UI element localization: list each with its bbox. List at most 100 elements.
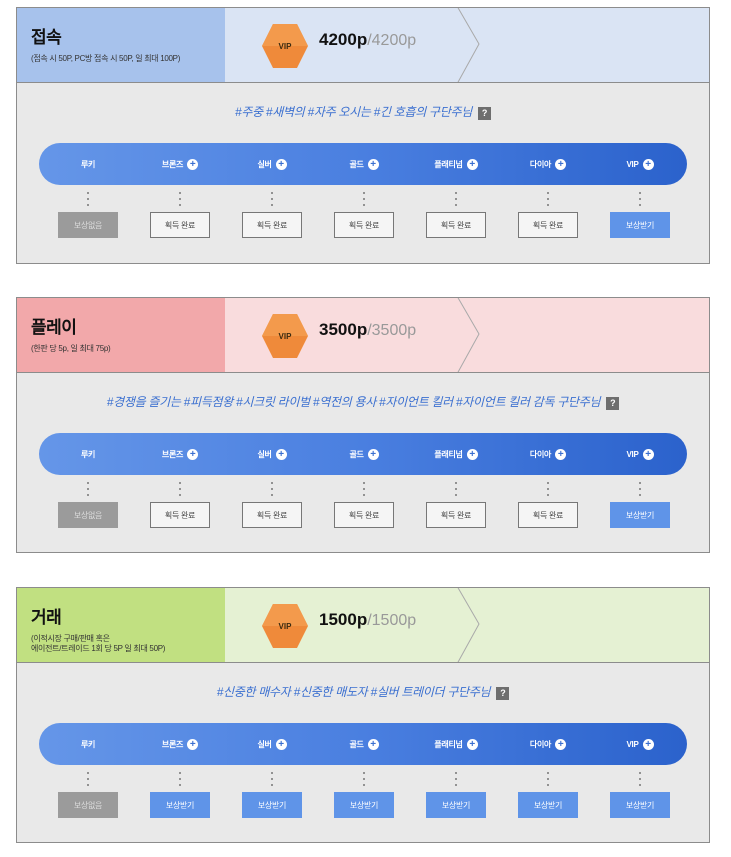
max-points: /3500p [367,322,417,339]
category-box: 플레이(한판 당 5p, 일 최대 75p) [17,298,225,372]
plus-circle-icon[interactable]: + [642,158,654,170]
plus-circle-icon[interactable]: + [275,448,287,460]
tier-label: 루키 [80,449,96,459]
panel-header: 접속(접속 시 50P, PC방 접속 시 50P, 일 최대 100P)VIP… [17,8,709,83]
tier-label: 플래티넘 [434,739,463,749]
reward-button[interactable]: 획득 완료 [518,502,578,528]
tier-item[interactable]: 플래티넘+ [426,433,486,475]
reward-button-label: 보상받기 [625,510,655,520]
reward-button[interactable]: 획득 완료 [518,212,578,238]
tier-item[interactable]: 다이아+ [518,723,578,765]
tier-item: 루키 [58,143,118,185]
tier-item[interactable]: 실버+ [242,433,302,475]
reward-button[interactable]: 보상받기 [334,792,394,818]
plus-circle-icon[interactable]: + [642,448,654,460]
reward-button[interactable]: 획득 완료 [150,212,210,238]
tier-item[interactable]: 실버+ [242,143,302,185]
tag-text: #주중 #새벽의 #자주 오시는 #긴 호흡의 구단주님 [234,105,473,119]
plus-circle-icon[interactable]: + [466,738,478,750]
tier-item[interactable]: 브론즈+ [150,143,210,185]
current-points: 3500p [319,320,368,339]
plus-circle-icon[interactable]: + [555,738,567,750]
reward-button[interactable]: 보상받기 [610,502,670,528]
tier-item[interactable]: 실버+ [242,723,302,765]
dots-connector [178,192,182,206]
reward-button: 보상없음 [58,502,118,528]
tier-label: 실버 [257,449,272,459]
tier-label: 다이아 [529,159,552,169]
reward-button[interactable]: 획득 완료 [242,502,302,528]
reward-button-label: 획득 완료 [440,220,472,230]
dots-connector [546,192,550,206]
hexagon-vip-icon [262,604,308,648]
tier-item: 루키 [58,723,118,765]
reward-button[interactable]: 보상받기 [426,792,486,818]
tier-item[interactable]: 브론즈+ [150,723,210,765]
reward-button[interactable]: 보상받기 [610,212,670,238]
tier-item[interactable]: 플래티넘+ [426,723,486,765]
plus-circle-icon[interactable]: + [466,158,478,170]
reward-button[interactable]: 획득 완료 [334,502,394,528]
plus-circle-icon[interactable]: + [187,448,199,460]
reward-button[interactable]: 보상받기 [242,792,302,818]
plus-circle-icon[interactable]: + [367,738,379,750]
dots-connector [362,482,366,496]
question-box-icon[interactable]: ? [496,687,510,700]
plus-circle-icon[interactable]: + [367,158,379,170]
max-points: /1500p [367,612,417,629]
question-box-icon[interactable]: ? [606,397,620,410]
tier-item[interactable]: 다이아+ [518,433,578,475]
tier-item[interactable]: VIP+ [610,143,670,185]
dots-connector [86,772,90,786]
plus-circle-icon[interactable]: + [367,448,379,460]
reward-button[interactable]: 획득 완료 [242,212,302,238]
tier-label: 루키 [80,159,96,169]
tag-text: #경쟁을 즐기는 #피득점왕 #시크릿 라이벌 #역전의 용사 #자이언트 킬러… [106,395,601,409]
tier-item[interactable]: 플래티넘+ [426,143,486,185]
tier-label: 플래티넘 [434,159,463,169]
reward-button-label: 보상받기 [349,800,379,810]
plus-circle-icon[interactable]: + [275,738,287,750]
question-box-icon[interactable]: ? [478,107,492,120]
vip-badge-label: VIP [278,41,292,51]
current-points: 1500p [319,610,368,629]
tier-label: VIP [626,739,639,749]
tier-item[interactable]: 브론즈+ [150,433,210,475]
dots-connector [454,482,458,496]
plus-circle-icon[interactable]: + [466,448,478,460]
tier-label: 골드 [349,449,364,459]
vip-badge-label: VIP [278,621,292,631]
plus-circle-icon[interactable]: + [275,158,287,170]
category-description: (한판 당 5p, 일 최대 75p) [31,344,111,353]
plus-circle-icon[interactable]: + [555,158,567,170]
reward-button[interactable]: 획득 완료 [150,502,210,528]
reward-button[interactable]: 보상받기 [518,792,578,818]
plus-circle-icon[interactable]: + [642,738,654,750]
tier-item: 루키 [58,433,118,475]
tier-item[interactable]: VIP+ [610,723,670,765]
tier-item[interactable]: 골드+ [334,433,394,475]
chevron-right-icon [457,8,480,82]
reward-button[interactable]: 보상받기 [150,792,210,818]
reward-button[interactable]: 획득 완료 [426,502,486,528]
tier-item[interactable]: VIP+ [610,433,670,475]
plus-circle-icon[interactable]: + [187,158,199,170]
point-score: 4200p/4200p [319,30,416,50]
reward-button[interactable]: 획득 완료 [334,212,394,238]
plus-circle-icon[interactable]: + [555,448,567,460]
dots-connector [178,482,182,496]
reward-button[interactable]: 보상받기 [610,792,670,818]
chevron-right-icon [457,588,480,662]
reward-button-label: 보상받기 [625,800,655,810]
tier-item[interactable]: 골드+ [334,723,394,765]
current-points: 4200p [319,30,368,49]
reward-button-label: 보상받기 [625,220,655,230]
category-description: (접속 시 50P, PC방 접속 시 50P, 일 최대 100P) [31,54,181,63]
tier-item[interactable]: 다이아+ [518,143,578,185]
tier-item[interactable]: 골드+ [334,143,394,185]
reward-button[interactable]: 획득 완료 [426,212,486,238]
point-score: 1500p/1500p [319,610,416,630]
plus-circle-icon[interactable]: + [187,738,199,750]
